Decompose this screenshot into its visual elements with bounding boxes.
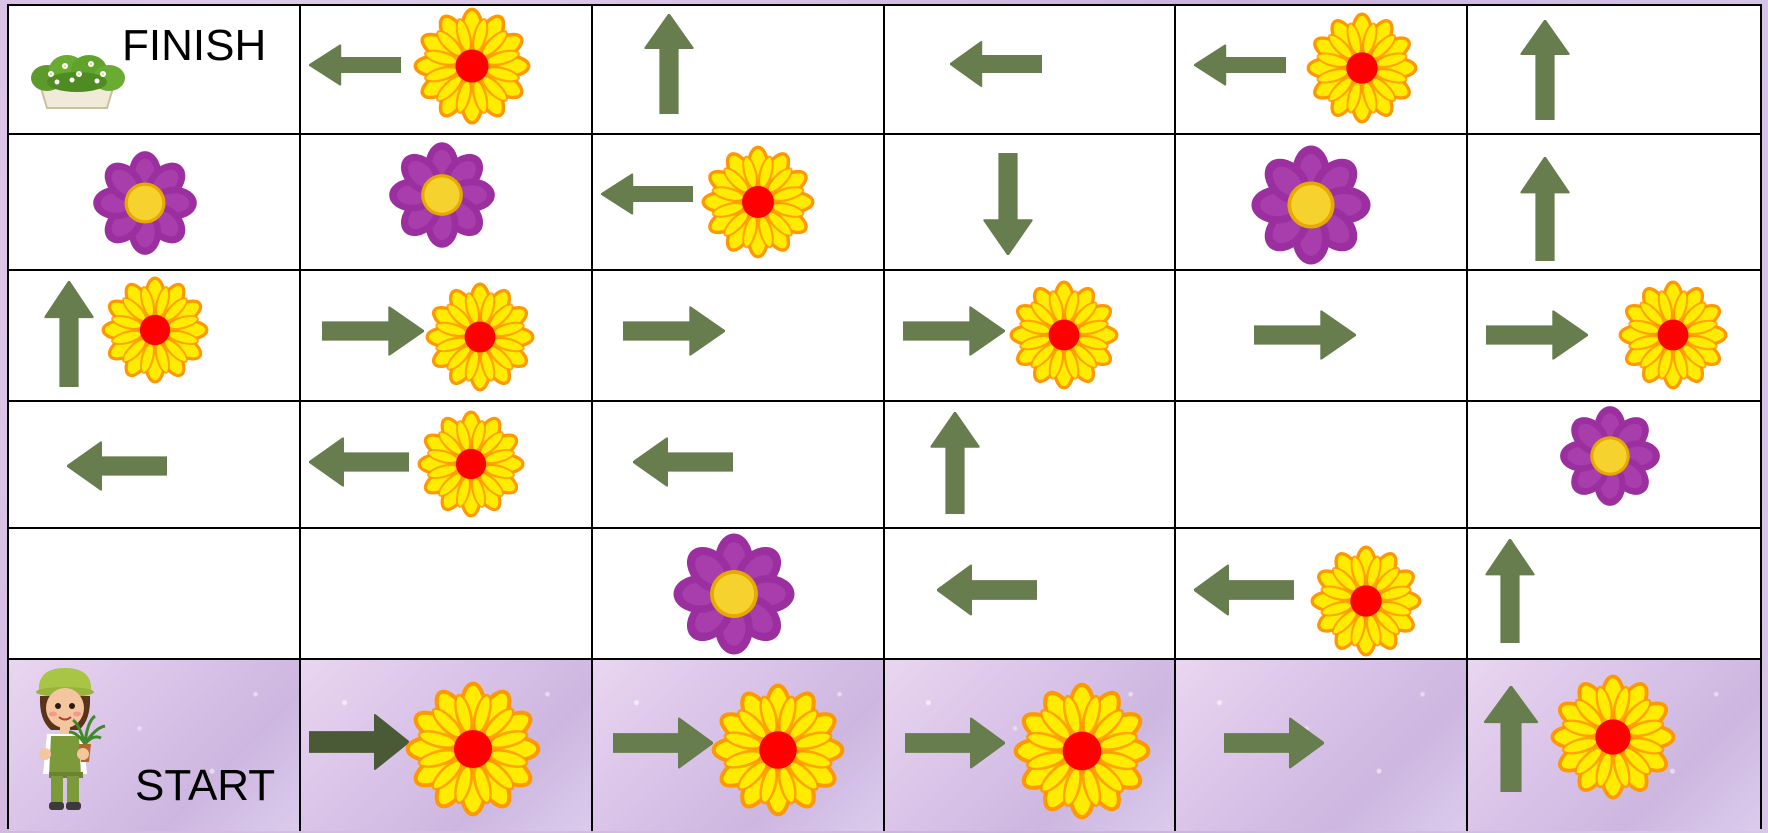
purple-flower-icon [91, 148, 199, 258]
arrow-right-icon [612, 712, 713, 774]
arrow-up-icon [925, 412, 985, 514]
purple-flower-icon [1558, 404, 1662, 508]
grid-cell-r4-c3[interactable] [592, 402, 885, 529]
grid-cell-r6-c2[interactable] [300, 660, 593, 831]
yellow-flower-icon [413, 6, 531, 131]
arrow-left-icon [308, 40, 401, 90]
grid-cell-r1-c2[interactable] [300, 6, 593, 135]
arrow-down-icon [978, 153, 1038, 255]
grid-cell-r3-c5[interactable] [1176, 271, 1469, 402]
game-board: FINISH START [7, 4, 1762, 831]
arrow-right-icon [321, 301, 424, 361]
grid-cell-r5-c5[interactable] [1176, 529, 1469, 660]
grid-cell-r4-c4[interactable] [884, 402, 1177, 529]
arrow-left-icon [308, 432, 409, 492]
arrow-left-icon [936, 559, 1037, 621]
arrow-left-icon [1194, 559, 1295, 621]
purple-flower-icon [671, 531, 797, 657]
arrow-right-icon [1254, 305, 1357, 365]
grid-cell-r3-c2[interactable] [300, 271, 593, 402]
grid-cell-r6-c4[interactable] [884, 660, 1177, 831]
grid-cell-r3-c1[interactable] [9, 271, 301, 402]
yellow-flower-icon [425, 279, 535, 395]
grid-cell-r2-c3[interactable] [592, 135, 885, 271]
arrow-up-icon [1515, 157, 1575, 261]
start-label: START [135, 761, 276, 810]
arrow-left-icon [600, 169, 693, 219]
grid-cell-r1-c4[interactable] [884, 6, 1177, 135]
arrow-right-icon [1224, 712, 1325, 774]
arrow-up-icon [1478, 686, 1544, 792]
finish-label: FINISH [122, 21, 267, 70]
purple-flower-icon [1249, 142, 1373, 268]
grid-cell-r4-c1[interactable] [9, 402, 301, 529]
yellow-flower-icon [1618, 277, 1728, 393]
grid-cell-r4-c6[interactable] [1468, 402, 1760, 529]
arrow-up-icon [639, 14, 699, 114]
grid-cell-r5-c3[interactable] [592, 529, 885, 660]
grid-cell-r5-c1[interactable] [9, 529, 301, 660]
arrow-right-icon [902, 301, 1005, 361]
grid-cell-r2-c4[interactable] [884, 135, 1177, 271]
purple-flower-icon [387, 140, 497, 250]
yellow-flower-icon [1009, 277, 1119, 393]
arrow-right-icon [308, 708, 409, 776]
gardener-icon [25, 662, 111, 816]
grid-cell-r2-c5[interactable] [1176, 135, 1469, 271]
arrow-left-icon [949, 36, 1042, 92]
grid-cell-r6-c6[interactable] [1468, 660, 1760, 831]
grid-cell-r2-c1[interactable] [9, 135, 301, 271]
arrow-right-icon [1486, 305, 1589, 365]
grid-cell-r6-c1[interactable]: START [9, 660, 301, 831]
grid-cell-r3-c4[interactable] [884, 271, 1177, 402]
yellow-flower-icon [417, 406, 525, 522]
arrow-right-icon [622, 301, 725, 361]
yellow-flower-icon [1306, 12, 1418, 124]
grid-cell-r1-c5[interactable] [1176, 6, 1469, 135]
yellow-flower-icon [405, 678, 541, 820]
grid-cell-r1-c6[interactable] [1468, 6, 1760, 135]
yellow-flower-icon [711, 680, 845, 820]
grid-cell-r6-c3[interactable] [592, 660, 885, 831]
yellow-flower-icon [1013, 678, 1151, 824]
grid-cell-r2-c6[interactable] [1468, 135, 1760, 271]
arrow-left-icon [632, 432, 733, 492]
arrow-left-icon [67, 436, 167, 496]
grid-cell-r4-c2[interactable] [300, 402, 593, 529]
grid-cell-r6-c5[interactable] [1176, 660, 1469, 831]
arrow-right-icon [904, 712, 1005, 774]
grid-cell-r2-c2[interactable] [300, 135, 593, 271]
grid-cell-r5-c6[interactable] [1468, 529, 1760, 660]
arrow-up-icon [1480, 539, 1540, 643]
planter-icon [27, 48, 127, 110]
grid-cell-r3-c3[interactable] [592, 271, 885, 402]
yellow-flower-icon [1310, 543, 1422, 658]
arrow-up-icon [1515, 20, 1575, 120]
arrow-up-icon [39, 281, 99, 387]
yellow-flower-icon [701, 137, 815, 267]
yellow-flower-icon [1550, 672, 1676, 802]
grid-cell-r5-c4[interactable] [884, 529, 1177, 660]
yellow-flower-icon [101, 273, 209, 387]
grid-cell-r3-c6[interactable] [1468, 271, 1760, 402]
grid-cell-r4-c5[interactable] [1176, 402, 1469, 529]
grid-cell-r5-c2[interactable] [300, 529, 593, 660]
grid-cell-r1-c3[interactable] [592, 6, 885, 135]
arrow-left-icon [1194, 40, 1287, 90]
grid-cell-r1-c1[interactable]: FINISH [9, 6, 301, 135]
